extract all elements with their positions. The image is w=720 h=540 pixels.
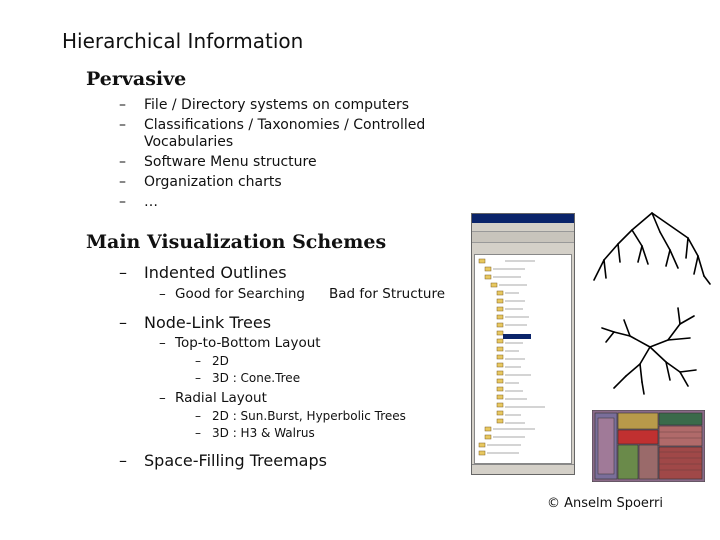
node-link-trees-label: Node-Link Trees — [144, 313, 272, 332]
pervasive-item: … — [144, 194, 158, 210]
tb-2d: 2D — [212, 354, 229, 368]
pervasive-dash: – — [119, 194, 126, 210]
sub-sub-dash: – — [195, 426, 201, 440]
explorer-titlebar — [472, 214, 574, 223]
pervasive-item-continued: Vocabularies — [144, 134, 234, 150]
pervasive-item: Software Menu structure — [144, 154, 317, 170]
scheme-dash: – — [119, 263, 127, 282]
sub-sub-dash: – — [195, 371, 201, 385]
sub-dash: – — [159, 286, 166, 302]
tb-3d: 3D : Cone.Tree — [212, 371, 301, 385]
scheme-dash: – — [119, 313, 127, 332]
explorer-screenshot-image — [471, 213, 575, 475]
pervasive-heading: Pervasive — [86, 68, 187, 90]
radial-layout: Radial Layout — [175, 390, 267, 406]
folder-tree-graphic — [478, 258, 545, 456]
pervasive-dash: – — [119, 117, 126, 133]
treemap-image — [592, 410, 705, 482]
sub-dash: – — [159, 390, 166, 406]
pervasive-item: Organization charts — [144, 174, 282, 190]
top-down-tree-image — [593, 212, 711, 285]
radial-3d: 3D : H3 & Walrus — [212, 426, 315, 440]
pervasive-dash: – — [119, 174, 126, 190]
explorer-toolbar — [472, 232, 574, 243]
sub-sub-dash: – — [195, 409, 201, 423]
radial-tree-image — [601, 307, 697, 395]
pervasive-item: Classifications / Taxonomies / Controlle… — [144, 117, 426, 133]
radial-2d: 2D : Sun.Burst, Hyperbolic Trees — [212, 409, 406, 423]
top-to-bottom-layout: Top-to-Bottom Layout — [175, 335, 321, 351]
bad-for-structure: Bad for Structure — [329, 286, 446, 302]
pervasive-dash: – — [119, 154, 126, 170]
good-for-searching: Good for Searching — [175, 286, 305, 302]
pervasive-dash: – — [119, 97, 126, 113]
sub-sub-dash: – — [195, 354, 201, 368]
explorer-folder-pane — [474, 254, 572, 464]
scheme-dash: – — [119, 451, 127, 470]
explorer-statusbar — [472, 464, 574, 474]
copyright-notice: © Anselm Spoerri — [547, 496, 663, 511]
sub-dash: – — [159, 335, 166, 351]
explorer-menubar — [472, 223, 574, 232]
indented-outlines-label: Indented Outlines — [144, 263, 287, 282]
schemes-heading: Main Visualization Schemes — [86, 231, 387, 253]
pervasive-item: File / Directory systems on computers — [144, 97, 410, 113]
slide-title: Hierarchical Information — [62, 29, 304, 53]
space-filling-treemaps-label: Space-Filling Treemaps — [144, 451, 327, 470]
